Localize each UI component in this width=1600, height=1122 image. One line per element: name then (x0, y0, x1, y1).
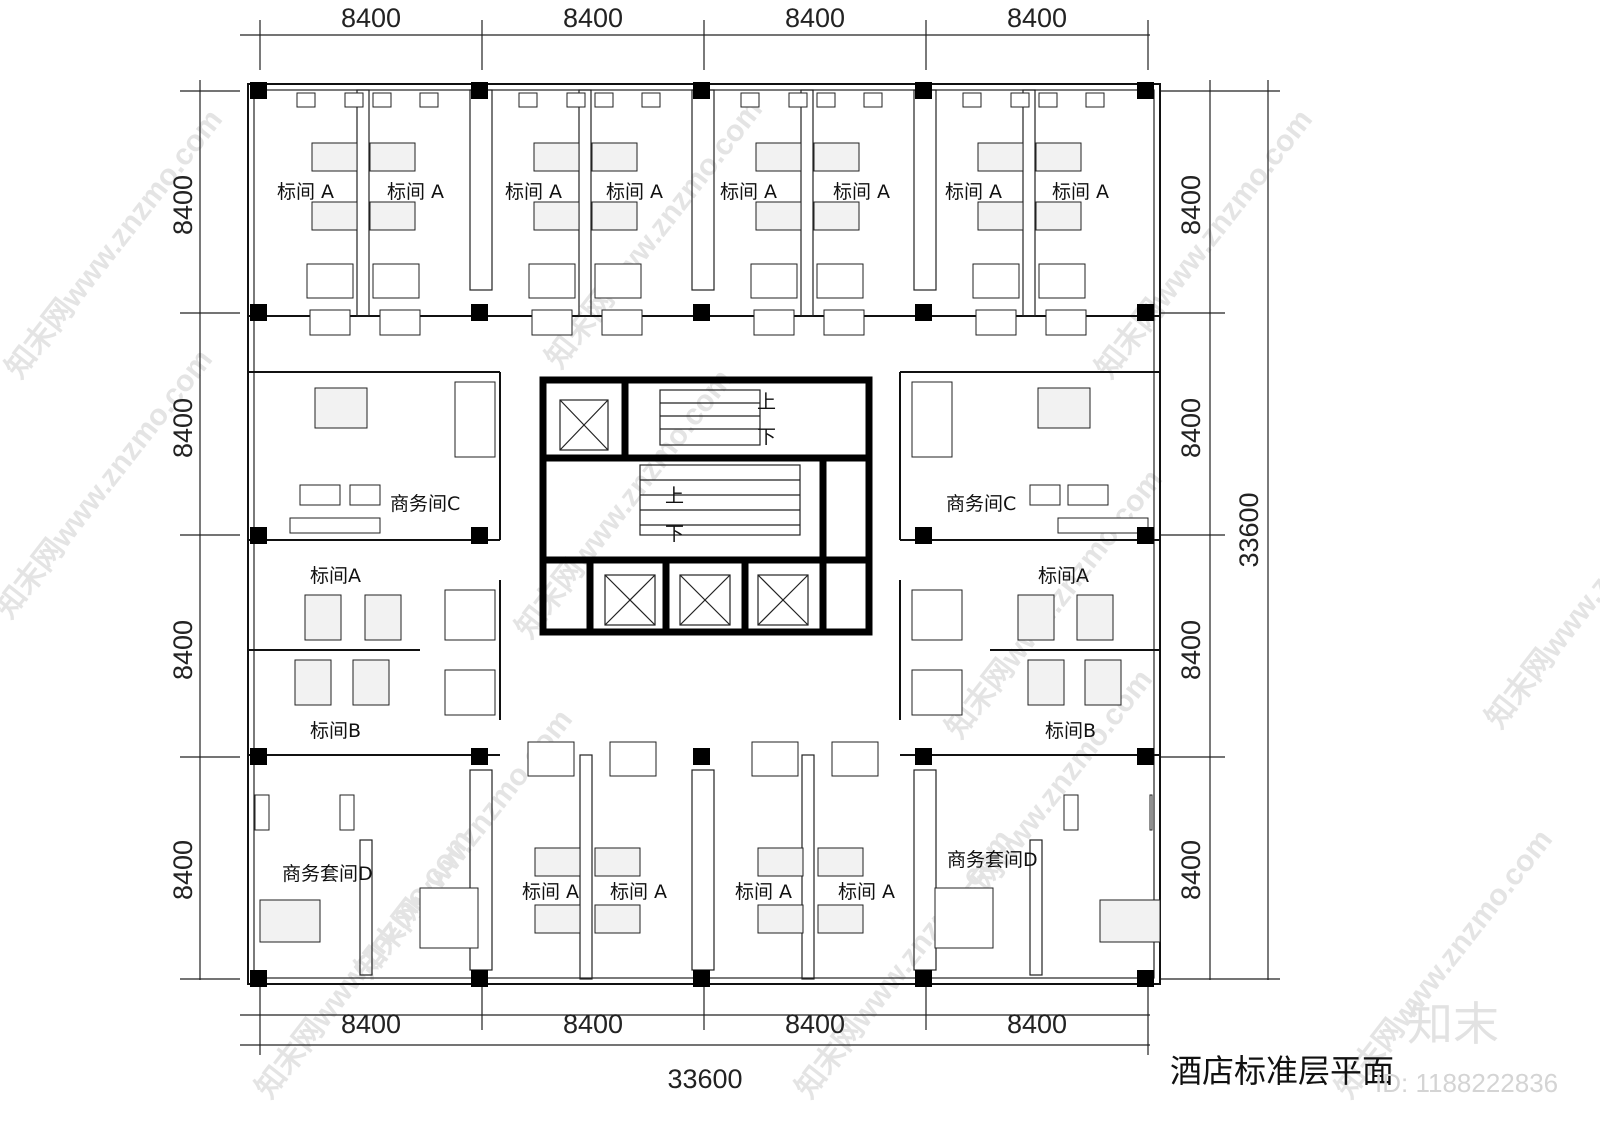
watermark-text: 知末网www.znzmo.com (1090, 103, 1320, 384)
room-label-std-a: 标间 A (522, 881, 579, 903)
room-label-std-a: 标间 A (387, 181, 444, 203)
dim-top-2: 8400 (563, 3, 623, 33)
structural-columns (250, 82, 1154, 987)
central-core: 上 下 上 下 (539, 376, 873, 636)
dim-total-width: 33600 (667, 1064, 742, 1094)
dim-top-4: 8400 (1007, 3, 1067, 33)
stair-up-label: 上 (665, 485, 684, 507)
room-label-std-a: 标间 A (735, 881, 792, 903)
dim-right-4: 8400 (1176, 840, 1206, 900)
watermark-text: 知末网www.znzmo.com (0, 343, 219, 624)
watermark-text: 知末网www.znzmo.com (540, 93, 770, 374)
stair-down-label: 下 (757, 426, 776, 448)
room-label-biz-suite-d: 商务套间D (947, 849, 1038, 871)
room-label-std-a: 标间 A (833, 181, 890, 203)
room-label-std-a: 标间A (310, 565, 361, 587)
top-room-furniture (296, 92, 1105, 336)
dim-left-4: 8400 (168, 840, 198, 900)
dim-bottom-2: 8400 (563, 1009, 623, 1039)
dim-bottom-3: 8400 (785, 1009, 845, 1039)
dim-right-3: 8400 (1176, 620, 1206, 680)
watermark-text: 知末网www.znzmo.com (1480, 453, 1600, 734)
watermark-layer: 知末网www.znzmo.com 知末网www.znzmo.com 知末网www… (0, 93, 1600, 1104)
dim-left-3: 8400 (168, 620, 198, 680)
dimension-lines (180, 20, 1280, 1055)
dim-right-2: 8400 (1176, 398, 1206, 458)
room-label-std-a: 标间 A (720, 181, 777, 203)
drawing-id: ID: 1188222836 (1375, 1068, 1558, 1098)
dim-left-2: 8400 (168, 398, 198, 458)
dim-top-1: 8400 (341, 3, 401, 33)
room-label-std-a: 标间 A (606, 181, 663, 203)
drawing-title: 酒店标准层平面 (1170, 1052, 1394, 1090)
room-label-std-a: 标间 A (1052, 181, 1109, 203)
dim-right-1: 8400 (1176, 175, 1206, 235)
room-label-biz-suite-d: 商务套间D (282, 863, 373, 885)
room-label-std-b: 标间B (310, 720, 361, 742)
room-label-std-a: 标间 A (277, 181, 334, 203)
dim-top-3: 8400 (785, 3, 845, 33)
dim-left-1: 8400 (168, 175, 198, 235)
room-label-std-a: 标间 A (505, 181, 562, 203)
dim-bottom-1: 8400 (341, 1009, 401, 1039)
dimension-labels: 8400 8400 8400 8400 8400 8400 8400 8400 … (168, 3, 1264, 1094)
stair-down-label: 下 (665, 523, 684, 545)
dim-total-height: 33600 (1234, 492, 1264, 567)
room-label-std-a: 标间A (1038, 565, 1089, 587)
room-labels: 标间 A 标间 A 标间 A 标间 A 标间 A 标间 A 标间 A 标间 A … (277, 181, 1109, 903)
side-room-furniture (289, 381, 1149, 716)
room-label-std-a: 标间 A (945, 181, 1002, 203)
brand-logo-text: 知末 (1407, 997, 1499, 1051)
watermark-text: 知末网www.znzmo.com (0, 103, 229, 384)
dim-bottom-4: 8400 (1007, 1009, 1067, 1039)
room-label-biz-c: 商务间C (390, 493, 460, 515)
room-label-std-b: 标间B (1045, 720, 1096, 742)
bottom-room-furniture (254, 741, 1161, 949)
stair-up-label: 上 (757, 391, 776, 413)
room-label-std-a: 标间 A (610, 881, 667, 903)
room-label-std-a: 标间 A (838, 881, 895, 903)
room-label-biz-c: 商务间C (946, 493, 1016, 515)
